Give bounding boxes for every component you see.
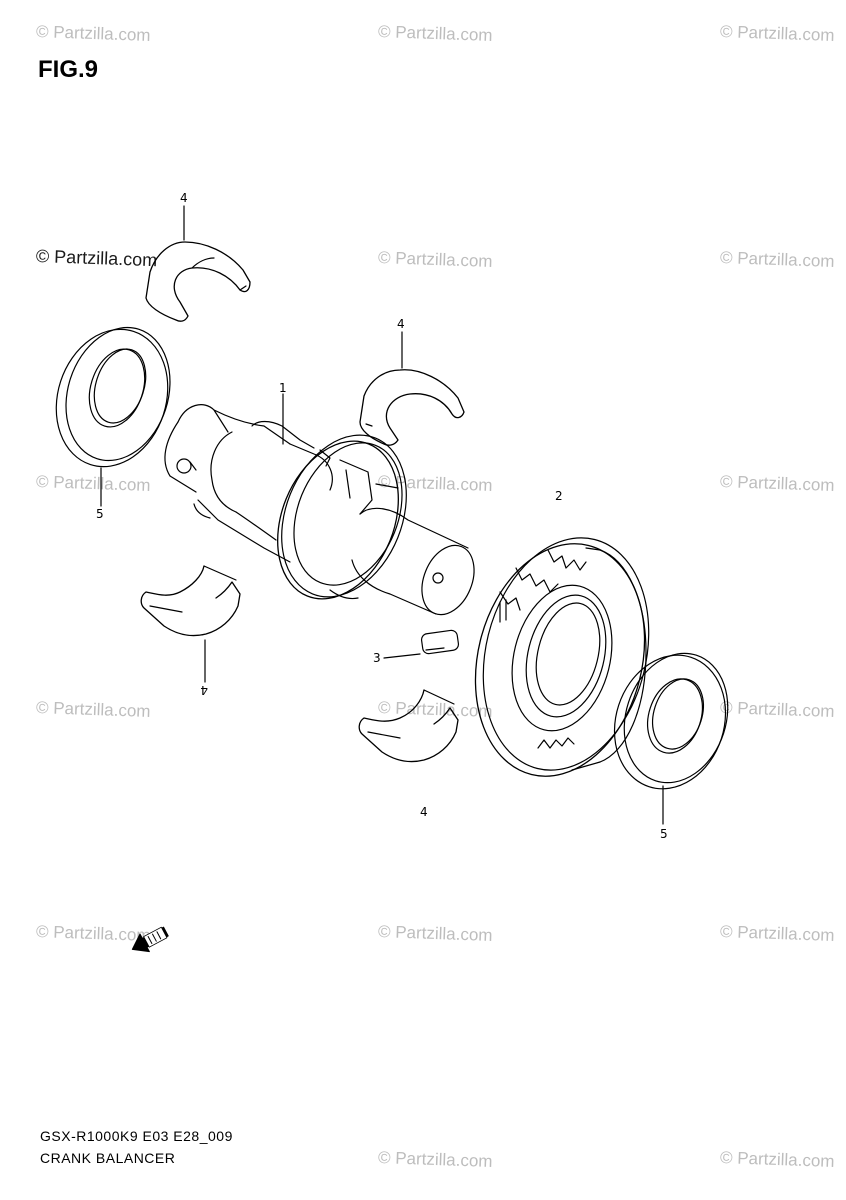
callout-4: 4 (420, 805, 428, 819)
woodruff-key[interactable] (383, 629, 460, 659)
callout-2: 2 (555, 489, 563, 503)
bearing-shell-lower-right[interactable] (358, 689, 459, 763)
bearing-shell-upper-right[interactable] (359, 331, 465, 446)
diagram-code: GSX-R1000K9 E03 E28_009 (40, 1128, 233, 1144)
thrust-washer-right[interactable] (598, 640, 744, 825)
callout-5: 5 (660, 827, 668, 841)
bearing-shell-upper-left[interactable] (145, 205, 251, 322)
callout-1: 1 (279, 381, 287, 395)
front-arrow-icon (131, 926, 169, 953)
callout-4: 4 (180, 191, 188, 205)
callout-5: 5 (96, 507, 104, 521)
callout-4: 4 (397, 317, 405, 331)
callout-3: 3 (373, 651, 381, 665)
figure-title: FIG.9 (38, 56, 99, 83)
balancer-shaft[interactable] (164, 393, 484, 622)
bearing-shell-lower-left[interactable] (140, 565, 241, 683)
leader-line (383, 653, 421, 659)
diagram-name: CRANK BALANCER (40, 1150, 176, 1166)
callout-4: 4 (200, 683, 208, 697)
thrust-washer-left[interactable] (39, 314, 187, 507)
balancer-driven-gear[interactable] (452, 508, 672, 794)
